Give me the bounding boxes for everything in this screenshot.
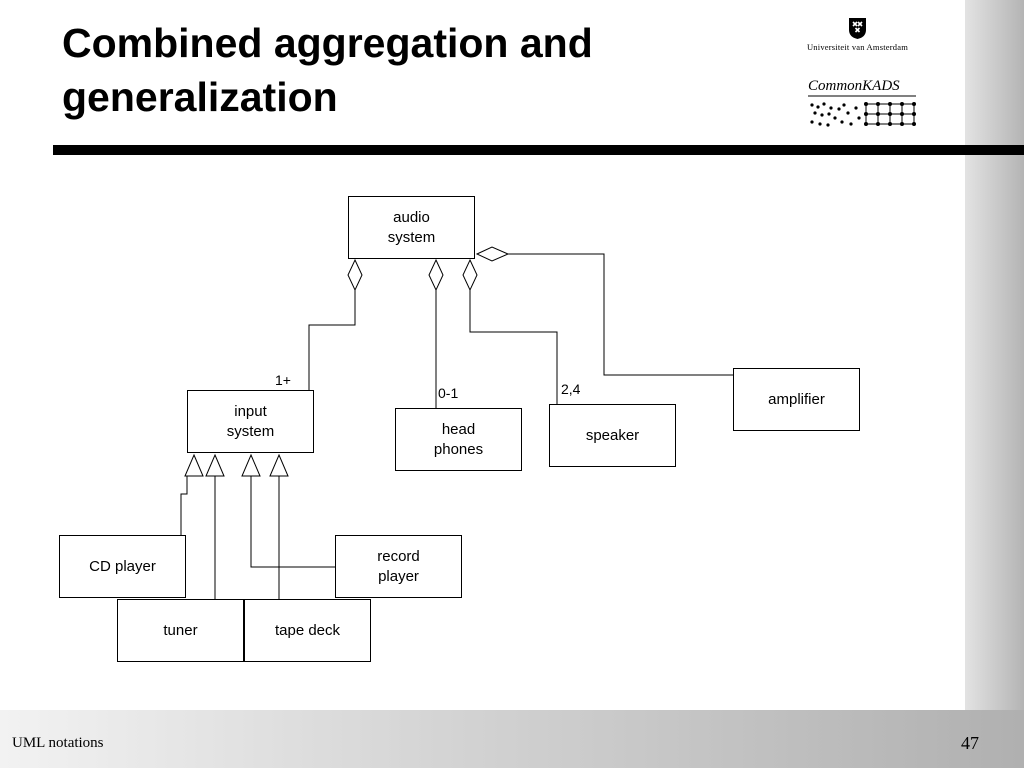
commonkads-logo: CommonKADS	[804, 78, 920, 134]
multiplicity-head-phones: 0-1	[438, 385, 459, 401]
multiplicity-speaker: 2,4	[561, 381, 581, 397]
shield-icon	[849, 18, 866, 39]
aggregation-diamond-amplifier	[475, 246, 510, 262]
background-gradient-bottom	[0, 710, 1024, 768]
aggregation-line-speaker	[469, 290, 558, 404]
class-audio-system: audio system	[348, 196, 475, 259]
generalization-line-cd-player	[180, 476, 188, 535]
generalization-triangle-tape-deck	[269, 453, 289, 477]
class-amplifier: amplifier	[733, 368, 860, 431]
page-number: 47	[961, 733, 979, 753]
class-input-system: input system	[187, 390, 314, 453]
university-logo: Universiteit van Amsterdam	[800, 16, 915, 56]
generalization-line-record-player	[250, 476, 335, 568]
footer-section-label: UML notations	[12, 735, 104, 751]
title-rule	[53, 145, 1024, 155]
class-tuner: tuner	[117, 599, 244, 662]
generalization-triangle-record-player	[241, 453, 261, 477]
generalization-triangle-cd-player	[184, 453, 204, 477]
commonkads-wordmark: CommonKADS	[808, 78, 900, 94]
slide-title: Combined aggregation and generalization	[62, 20, 593, 120]
multiplicity-input-system: 1+	[275, 372, 291, 388]
class-head-phones: head phones	[395, 408, 522, 471]
dot-grid-icon	[808, 95, 916, 127]
aggregation-diamond-input-system	[347, 258, 363, 292]
aggregation-diamond-head-phones	[428, 258, 444, 292]
aggregation-diamond-speaker	[462, 258, 478, 292]
aggregation-line-amplifier	[508, 253, 733, 376]
class-speaker: speaker	[549, 404, 676, 467]
class-record-player: record player	[335, 535, 462, 598]
aggregation-line-input-system	[308, 290, 356, 390]
university-name: Universiteit van Amsterdam	[806, 42, 909, 52]
background-gradient-right	[965, 0, 1024, 768]
generalization-triangle-tuner	[205, 453, 225, 477]
class-tape-deck: tape deck	[244, 599, 371, 662]
class-cd-player: CD player	[59, 535, 186, 598]
